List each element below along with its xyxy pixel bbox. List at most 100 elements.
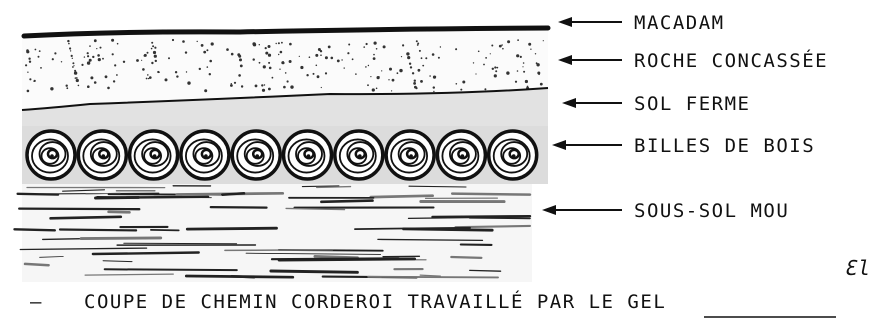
rock-speck	[377, 76, 380, 79]
rock-speck	[516, 54, 519, 57]
subsoil-streak	[232, 276, 254, 277]
subsoil-streak	[15, 229, 55, 230]
rock-speck	[347, 52, 349, 54]
rock-speck	[78, 85, 80, 87]
rock-speck	[263, 65, 266, 68]
rock-speck	[484, 88, 486, 90]
rock-speck	[540, 83, 543, 86]
rock-speck	[151, 42, 153, 44]
rock-speck	[102, 58, 104, 60]
rock-speck	[414, 80, 416, 82]
rock-speck	[389, 68, 392, 71]
subsoil-streak	[321, 201, 372, 202]
rock-speck	[182, 40, 185, 43]
rock-speck	[172, 39, 174, 41]
subsoil-streak	[124, 243, 237, 244]
rock-speck	[38, 56, 40, 58]
rock-speck	[383, 45, 386, 48]
rock-speck	[92, 56, 94, 58]
figure-caption: COUPE DE CHEMIN CORDEROI TRAVAILLÉ PAR L…	[84, 290, 666, 313]
rock-speck	[144, 55, 146, 57]
rock-speck	[320, 54, 322, 56]
rock-speck	[33, 81, 34, 82]
rock-speck	[290, 85, 293, 88]
rock-speck	[27, 72, 28, 73]
rock-speck	[111, 39, 114, 42]
rock-speck	[262, 89, 265, 92]
rock-speck	[52, 58, 54, 60]
rock-speck	[185, 51, 187, 53]
rock-speck	[523, 71, 525, 73]
rock-speck	[388, 79, 389, 80]
rock-speck	[397, 72, 399, 74]
subsoil-streak	[96, 197, 139, 198]
rock-speck	[543, 40, 544, 41]
subsoil-streak	[19, 209, 139, 210]
rock-speck	[432, 53, 435, 56]
subsoil-streak	[211, 207, 267, 208]
subsoil-streak	[60, 230, 136, 231]
rock-speck	[114, 64, 116, 66]
rock-speck	[530, 49, 531, 50]
rock-speck	[155, 60, 157, 62]
subsoil-streak	[81, 238, 161, 239]
rock-speck	[527, 86, 529, 88]
rock-speck	[69, 47, 71, 49]
rock-speck	[203, 51, 206, 54]
rock-speck	[209, 60, 212, 63]
rock-speck	[186, 71, 187, 72]
rock-speck	[433, 86, 435, 88]
rock-speck	[370, 76, 371, 77]
rock-speck	[278, 42, 280, 44]
rock-speck	[207, 66, 209, 68]
subsoil-streak	[451, 257, 481, 258]
rock-speck	[265, 47, 267, 49]
rock-speck	[73, 65, 74, 66]
rock-speck	[538, 74, 540, 76]
rock-speck	[151, 62, 153, 64]
rock-speck	[313, 73, 315, 75]
rock-speck	[265, 52, 268, 55]
rock-speck	[420, 80, 423, 83]
subsoil-streak	[452, 194, 530, 195]
rock-speck	[325, 56, 328, 59]
rock-speck	[87, 61, 90, 64]
rock-speck	[279, 69, 280, 70]
rock-speck	[72, 58, 73, 59]
rock-speck	[462, 81, 465, 84]
rock-speck	[272, 77, 274, 79]
label-arrows	[542, 17, 622, 215]
rock-speck	[287, 80, 289, 82]
rock-speck	[240, 65, 243, 68]
rock-speck	[321, 87, 322, 88]
rock-speck	[410, 66, 412, 68]
rock-speck	[289, 43, 292, 46]
log	[489, 131, 537, 179]
subsoil-streak	[271, 271, 358, 272]
rock-speck	[363, 46, 365, 48]
subsoil-streak	[225, 250, 333, 251]
logs-row	[22, 126, 548, 184]
soft-subsoil-layer	[15, 178, 533, 282]
rock-speck	[253, 58, 255, 60]
rock-speck	[238, 74, 241, 77]
rock-speck	[407, 56, 410, 59]
rock-speck	[419, 50, 421, 52]
rock-speck	[337, 60, 340, 63]
rock-speck	[315, 54, 318, 57]
rock-speck	[285, 72, 287, 74]
rock-speck	[98, 58, 101, 61]
rock-speck	[231, 53, 234, 56]
rock-speck	[90, 76, 93, 79]
rock-speck	[401, 56, 402, 57]
rock-speck	[261, 84, 263, 86]
rock-speck	[230, 84, 233, 87]
rock-speck	[355, 73, 357, 75]
rock-speck	[318, 48, 321, 51]
rock-speck	[490, 53, 491, 54]
rock-speck	[87, 55, 89, 57]
rock-speck	[402, 44, 404, 46]
rock-speck	[325, 72, 327, 74]
rock-speck	[25, 64, 27, 66]
rock-speck	[154, 47, 156, 49]
